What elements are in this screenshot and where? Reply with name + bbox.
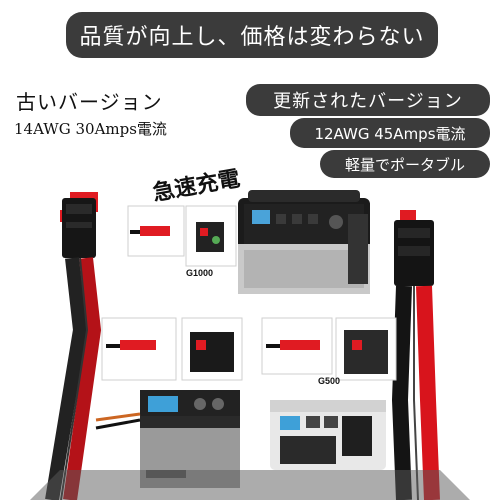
headline-banner: 品質が向上し、価格は変わらない [66,12,438,58]
old-cable [45,192,102,500]
new-spec-badge: 12AWG 45Amps電流 [290,118,490,148]
old-version-label: 古いバージョン [16,90,163,114]
model-label-g1000: G1000 [186,268,214,278]
new-cable [391,210,440,500]
g500-station [270,400,386,470]
portable-feature-badge: 軽量でポータブル [320,150,490,178]
new-version-badge: 更新されたバージョン [246,84,490,116]
model-label-g500: G500 [318,376,341,386]
g1000-station [238,190,370,294]
old-spec-label: 14AWG 30Amps電流 [14,120,167,138]
